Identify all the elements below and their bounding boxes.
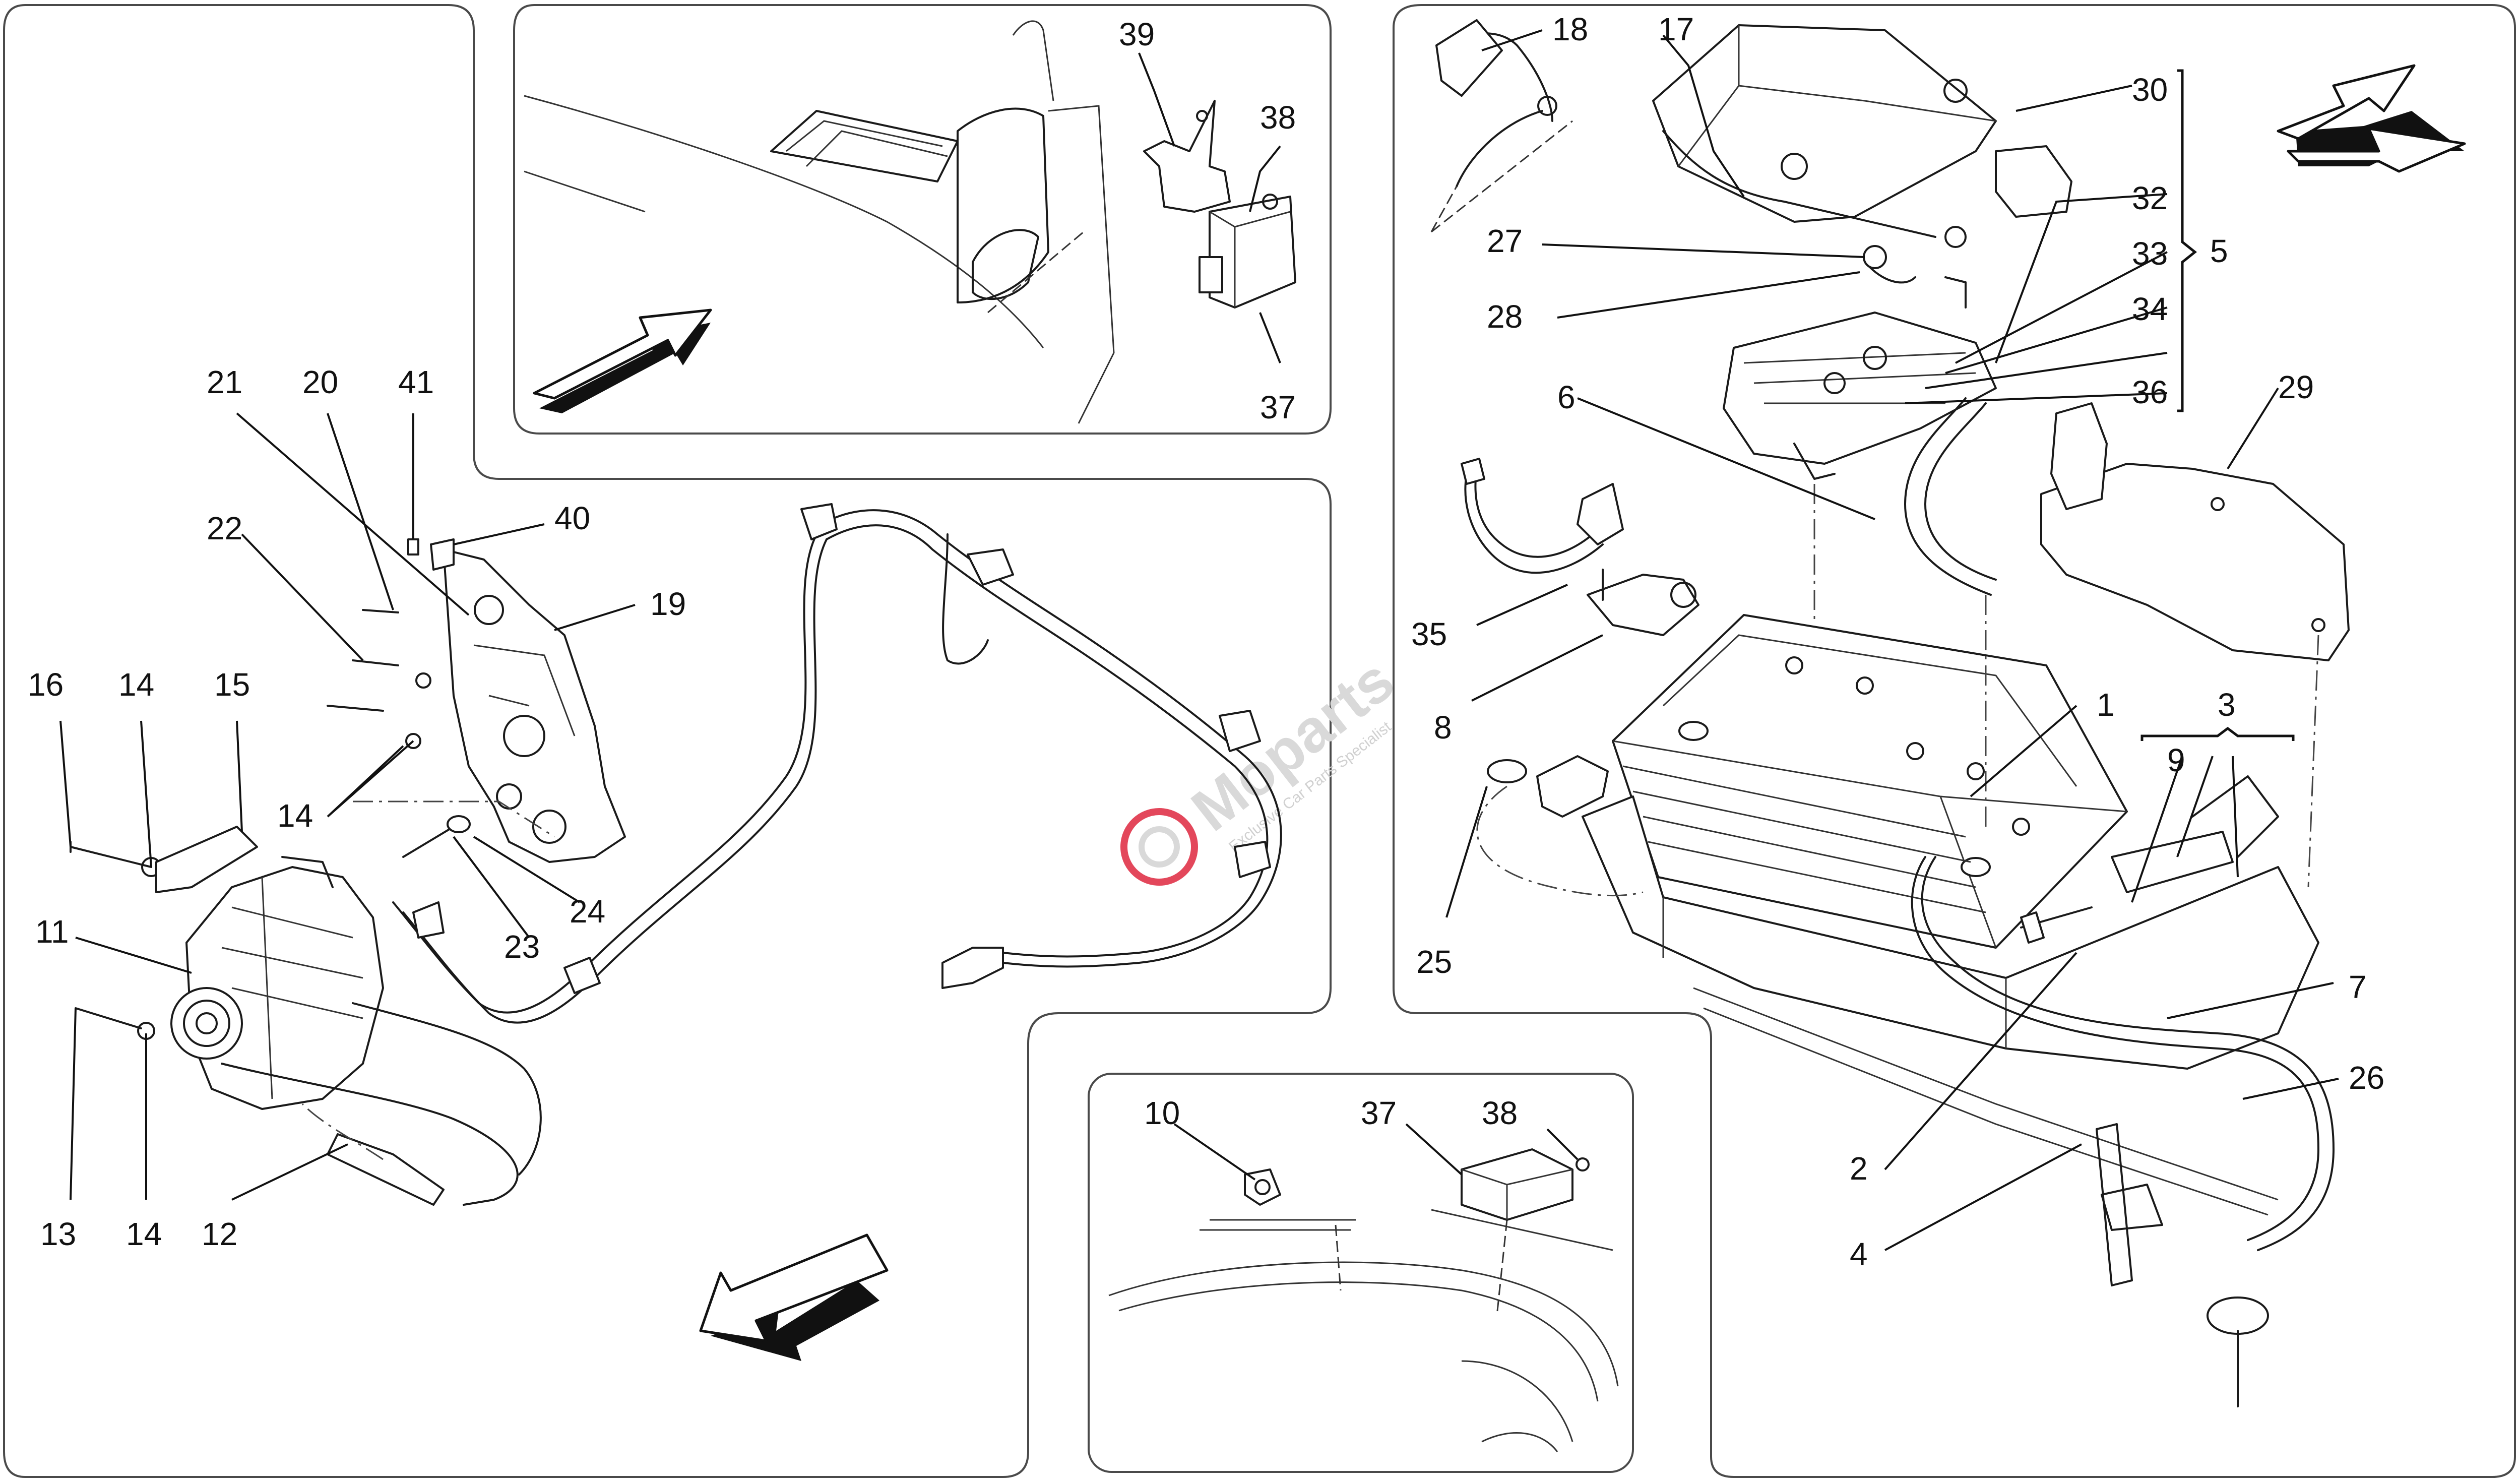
callout-2: 2 [1850, 1150, 1868, 1187]
wiring-harness-alternator [392, 503, 1282, 1024]
callout-21: 21 [207, 364, 242, 400]
dashboard-vent [524, 20, 1115, 424]
callout-14-mid: 14 [277, 797, 313, 834]
callout-10: 10 [1144, 1095, 1180, 1131]
callout-15: 15 [214, 666, 250, 703]
callout-35: 35 [1411, 616, 1447, 652]
callout-8: 8 [1434, 709, 1452, 746]
callout-29: 29 [2278, 369, 2314, 405]
callout-37-top: 37 [1260, 389, 1296, 425]
callout-6: 6 [1557, 379, 1576, 415]
cable-35-clamp-8 [1461, 458, 1699, 636]
callout-16: 16 [28, 666, 64, 703]
leader-lines [59, 29, 2339, 1251]
callout-14-left: 14 [118, 666, 154, 703]
callout-30: 30 [2132, 72, 2168, 108]
callout-22: 22 [207, 510, 242, 546]
callout-labels: 1 2 3 4 5 6 7 8 9 10 11 12 13 14 14 14 1… [28, 11, 2384, 1272]
callout-11: 11 [35, 913, 69, 950]
fuse-box-30 [1652, 24, 2072, 223]
group-brace-3 [2140, 726, 2295, 741]
callout-40: 40 [554, 500, 590, 536]
watermark-logo-icon [1120, 808, 1198, 886]
panel-alternator [3, 4, 1332, 1478]
alternator-belt-12 [221, 1002, 542, 1206]
callout-27: 27 [1487, 223, 1523, 259]
callout-25: 25 [1416, 944, 1452, 980]
callout-14-bottom: 14 [126, 1216, 162, 1252]
callout-9: 9 [2167, 742, 2185, 778]
callout-39: 39 [1119, 16, 1155, 52]
battery-tray-2 [1582, 795, 2319, 1216]
callout-33: 33 [2132, 235, 2168, 272]
callout-19: 19 [650, 586, 686, 622]
group-brace-5 [2177, 69, 2197, 412]
alternator-fasteners [70, 538, 555, 1040]
callout-20: 20 [302, 364, 338, 400]
callout-3: 3 [2218, 687, 2236, 723]
callout-24: 24 [570, 893, 605, 930]
callout-38-top: 38 [1260, 99, 1296, 136]
callout-28: 28 [1487, 298, 1523, 335]
direction-arrow-sw-alternator [699, 1233, 889, 1361]
rear-detail-body [1108, 1209, 1619, 1452]
callout-12: 12 [202, 1216, 237, 1252]
callout-38-rear: 38 [1482, 1095, 1518, 1131]
callout-23: 23 [504, 929, 540, 965]
guide-lines-battery [1813, 484, 1987, 827]
ground-cable-6 [1904, 397, 1997, 596]
callout-18: 18 [1552, 11, 1588, 47]
callout-37-rear: 37 [1361, 1095, 1397, 1131]
callout-17: 17 [1658, 11, 1694, 47]
cable-17-27-28 [1430, 19, 1967, 308]
bracket-29 [2040, 402, 2350, 888]
callout-4: 4 [1850, 1236, 1868, 1272]
panel-dashboard-ecu [513, 4, 1332, 435]
ecu-module-37-rear [1461, 1148, 1590, 1221]
battery-clamp-3-9 [2020, 775, 2279, 944]
callout-41: 41 [398, 364, 434, 400]
grommet-25 [1476, 755, 1644, 897]
direction-arrow-ne-battery [2277, 64, 2466, 173]
direction-arrow-ne-dashboard [533, 308, 712, 413]
callout-36: 36 [2132, 374, 2168, 410]
alternator-11 [170, 856, 384, 1110]
bracket-39 [1143, 100, 1231, 213]
callout-32: 32 [2132, 180, 2168, 216]
callout-1: 1 [2097, 687, 2115, 723]
callout-13: 13 [40, 1216, 76, 1252]
callout-7: 7 [2349, 969, 2367, 1005]
alternator-bracket-19 [443, 548, 626, 863]
callout-26: 26 [2349, 1060, 2384, 1096]
ecu-module-37-top [1199, 194, 1296, 308]
vent-hose-26 [1911, 856, 2335, 1407]
callout-34: 34 [2132, 291, 2168, 327]
callout-5: 5 [2210, 233, 2228, 269]
